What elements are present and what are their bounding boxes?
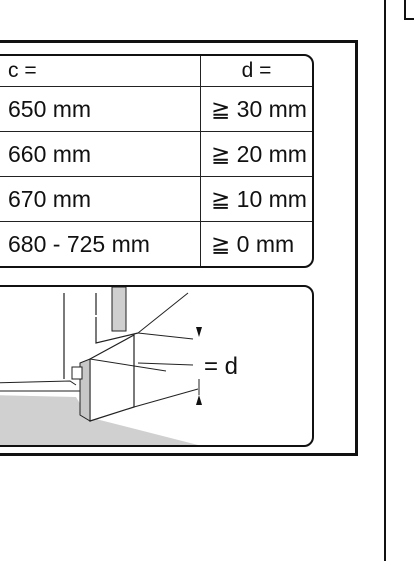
installation-diagram-box: = d <box>0 285 314 447</box>
table-header-row: c = d = <box>0 56 312 87</box>
cell-c: 680 - 725 mm <box>0 221 201 266</box>
body-diagonal <box>137 292 189 334</box>
dimension-d-label: = d <box>204 353 239 380</box>
cell-d: ≧ 20 mm <box>200 131 312 178</box>
corner-frame-mark <box>404 0 414 20</box>
upper-dimension-line <box>137 332 194 340</box>
table-row: 650 mm ≧ 30 mm <box>0 86 312 133</box>
door-bottom-line <box>133 388 199 408</box>
dimension-table: c = d = 650 mm ≧ 30 mm 660 mm ≧ 20 mm 67… <box>0 56 312 266</box>
floor-shape <box>0 395 198 445</box>
arrow-up-icon <box>196 395 202 405</box>
lower-dimension-line <box>137 362 194 366</box>
page-divider-line <box>384 0 386 561</box>
cell-c: 670 mm <box>0 176 201 223</box>
cell-c: 660 mm <box>0 131 201 178</box>
table-row: 660 mm ≧ 20 mm <box>0 131 312 178</box>
body-line <box>95 317 139 344</box>
door-top-line <box>89 358 167 372</box>
table-row: 670 mm ≧ 10 mm <box>0 176 312 223</box>
table-row: 680 - 725 mm ≧ 0 mm <box>0 221 312 266</box>
bracket-shape <box>71 366 83 380</box>
dimension-table-box: c = d = 650 mm ≧ 30 mm 660 mm ≧ 20 mm 67… <box>0 54 314 268</box>
door-face <box>89 333 135 422</box>
cell-d: ≧ 0 mm <box>211 230 295 257</box>
header-d: d = <box>200 56 312 87</box>
header-c: c = <box>0 56 201 87</box>
cell-d: ≧ 30 mm <box>200 86 312 133</box>
arrow-down-icon <box>196 327 202 337</box>
installation-diagram <box>0 287 202 445</box>
cell-c: 650 mm <box>0 86 201 133</box>
hinge-shape <box>111 287 127 332</box>
plinth-line <box>0 380 77 386</box>
cell-d: ≧ 10 mm <box>200 176 312 223</box>
